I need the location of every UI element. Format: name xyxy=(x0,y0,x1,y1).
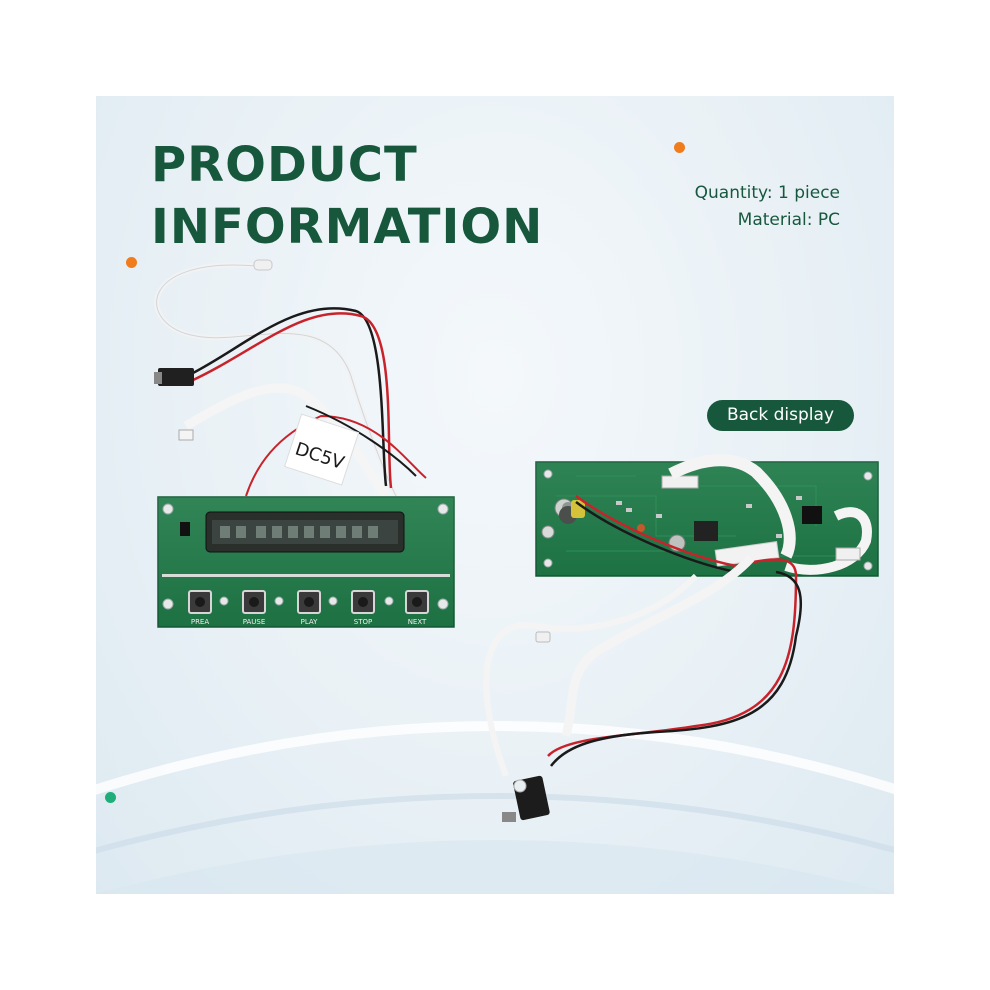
back-board-photo xyxy=(483,454,879,822)
back-display-badge: Back display xyxy=(707,400,854,431)
quantity-spec: Quantity: 1 piece xyxy=(694,183,840,203)
front-board-photo: PREA PAUSE PLAY STOP NEXT DC5V xyxy=(154,259,455,628)
button-label-next: NEXT xyxy=(408,618,427,626)
background-swirl xyxy=(96,721,894,894)
product-info-panel: PRODUCT INFORMATION Quantity: 1 piece Ma… xyxy=(96,96,894,894)
material-spec: Material: PC xyxy=(737,210,840,230)
teal-dot xyxy=(105,792,116,803)
orange-dot-left xyxy=(126,257,137,268)
page-title: PRODUCT INFORMATION xyxy=(151,134,543,258)
title-line-2: INFORMATION xyxy=(151,199,544,255)
orange-dot-top xyxy=(674,142,685,153)
button-label-pause: PAUSE xyxy=(243,618,266,626)
spec-list: Quantity: 1 piece Material: PC xyxy=(695,180,840,234)
button-label-prea: PREA xyxy=(191,618,210,626)
button-label-stop: STOP xyxy=(354,618,372,626)
button-label-play: PLAY xyxy=(301,618,319,626)
title-line-1: PRODUCT xyxy=(151,137,418,193)
